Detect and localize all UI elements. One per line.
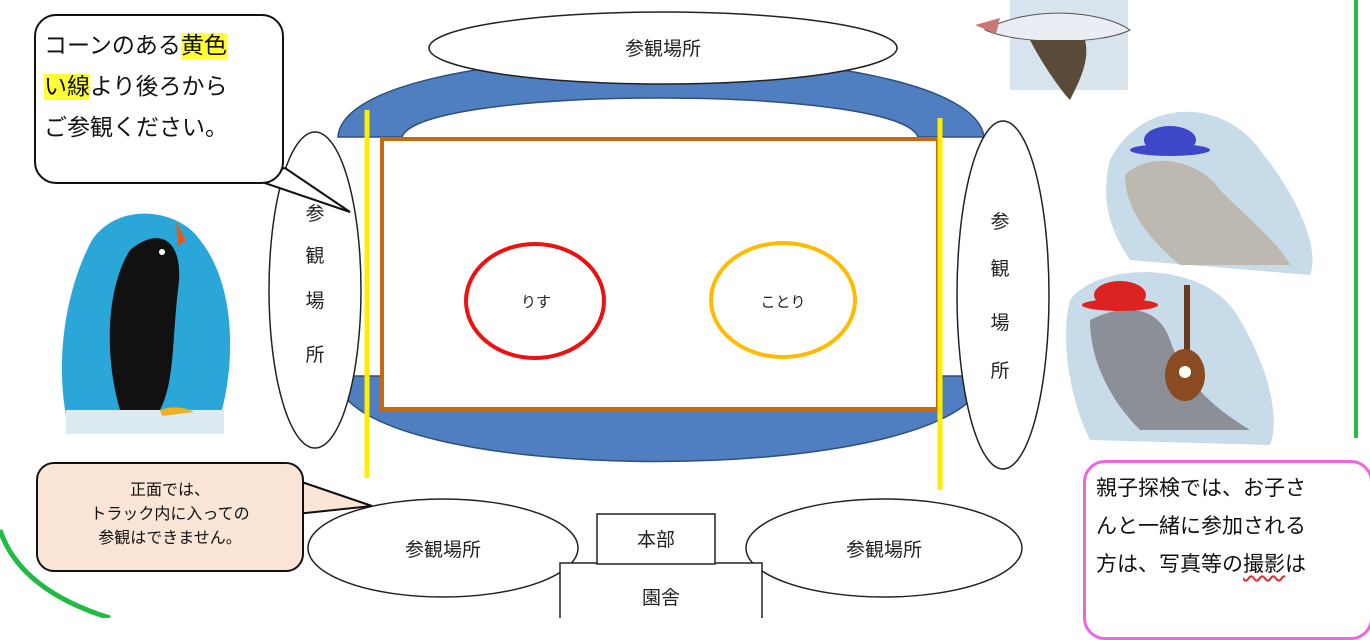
viewing-area-bottom-left <box>307 498 579 598</box>
cone-note-text: コーンのある <box>44 33 181 59</box>
parent-note-text: は <box>1285 552 1306 576</box>
building-label: 園舎 <box>642 587 680 609</box>
viewing-area-left <box>268 131 362 449</box>
cone-note-text: より後ろから <box>90 74 228 100</box>
parent-note-line-2: んと一緒に参加される <box>1096 514 1306 538</box>
front-note: 正面では、 トラック内に入っての 参観はできません。 <box>36 462 304 572</box>
viewing-area-top-label: 参観場所 <box>625 38 701 60</box>
field-boundary <box>380 137 940 411</box>
penguin-illustration <box>61 213 231 434</box>
school-layout-diagram: 参観場所 参 観 場 所 参 観 場 所 りす ことり 参観場所 参観場所 園舎… <box>0 0 1358 618</box>
viewing-area-left-char-4: 所 <box>305 344 324 366</box>
parent-note-line-3: 方は、写真等の撮影は <box>1096 545 1370 583</box>
cone-note-highlight: い線 <box>44 74 90 100</box>
cone-note-line-3: ご参観ください。 <box>44 115 228 141</box>
viewing-area-right <box>956 120 1050 470</box>
cone-note-highlight: 黄色 <box>180 33 227 59</box>
front-note-line-3: 参観はできません。 <box>98 528 242 547</box>
viewing-area-right-char-2: 観 <box>990 258 1009 280</box>
viewing-area-right-char-3: 場 <box>990 312 1009 334</box>
bird-label: ことり <box>760 293 805 311</box>
bird-circle <box>709 241 857 359</box>
headquarters-label: 本部 <box>637 529 675 551</box>
page-border-corner <box>0 529 111 618</box>
cone-note-line-2: い線より後ろから <box>44 67 276 108</box>
viewing-area-bottom-right-label: 参観場所 <box>846 539 922 561</box>
cone-note-line-1: コーンのある黄色 <box>44 26 276 67</box>
viewing-area-bottom-left-label: 参観場所 <box>405 539 481 561</box>
parent-child-note: 親子探検では、お子さ んと一緒に参加される 方は、写真等の撮影は <box>1083 460 1370 640</box>
viewing-area-bottom-right <box>745 498 1023 598</box>
flying-bird-illustration <box>975 0 1131 100</box>
viewing-area-top <box>428 11 898 85</box>
squirrel-circle <box>464 242 606 360</box>
front-note-line-1: 正面では、 <box>129 480 210 499</box>
cone-line-note: コーンのある黄色 い線より後ろから ご参観ください。 <box>34 14 284 184</box>
parent-note-line-1: 親子探検では、お子さ <box>1096 476 1306 500</box>
viewing-area-left-char-3: 場 <box>305 290 324 312</box>
viewing-area-left-char-1: 参 <box>305 203 324 225</box>
seal-blue-hat-illustration <box>1106 111 1313 276</box>
parent-note-underlined: 撮影 <box>1243 552 1285 576</box>
building-box <box>559 562 763 618</box>
parent-note-text: 方は、写真等の <box>1096 552 1243 576</box>
viewing-area-left-char-2: 観 <box>305 245 324 267</box>
headquarters-box <box>596 513 716 565</box>
seal-guitar-illustration <box>1066 272 1274 445</box>
squirrel-label: りす <box>521 293 551 311</box>
viewing-area-right-char-4: 所 <box>990 360 1009 382</box>
viewing-area-right-char-1: 参 <box>990 211 1009 233</box>
front-note-line-2: トラック内に入っての <box>90 504 250 523</box>
